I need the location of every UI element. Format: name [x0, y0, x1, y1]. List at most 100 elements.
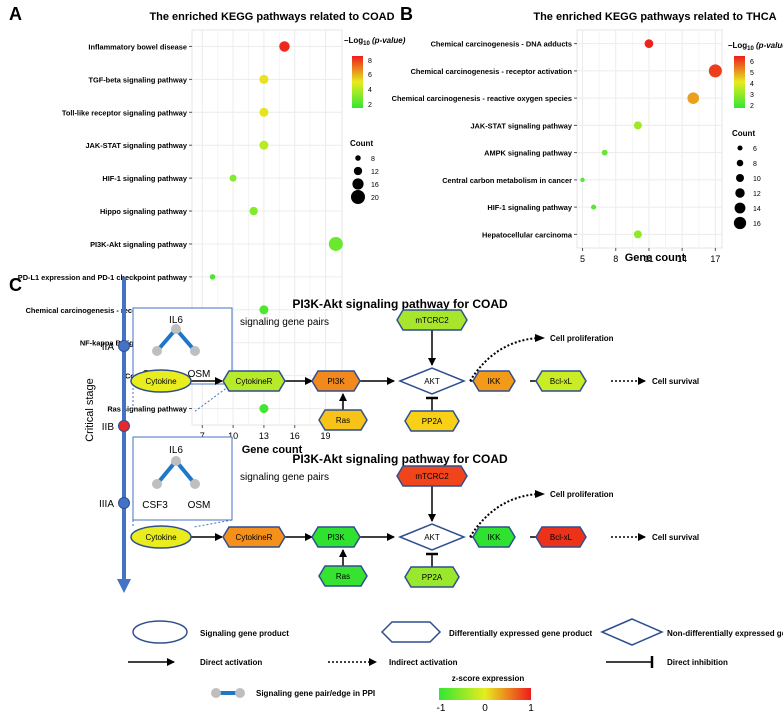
pi3k-label: PI3K — [327, 377, 345, 386]
output-cell-proliferation: Cell proliferation — [550, 490, 614, 499]
size-legend-dot — [734, 202, 746, 214]
panel-b-colorbar-tick: 4 — [750, 81, 754, 88]
ras-node — [318, 565, 368, 587]
y-tick-label: Chemical carcinogenesis - DNA adducts — [431, 40, 572, 49]
panel-a-colorbar-tick: 4 — [368, 87, 372, 94]
ppi-node — [171, 324, 181, 334]
cytokine-node — [130, 525, 192, 549]
panel-a-colorbar-tick: 8 — [368, 58, 372, 65]
panel-b-title: The enriched KEGG pathways related to TH… — [533, 11, 776, 23]
panel-a-xlabel: Gene count — [242, 444, 303, 456]
ppi-box — [132, 436, 233, 521]
pi3k-node — [311, 370, 361, 392]
size-legend-label: 10 — [753, 176, 761, 183]
pp2a-node — [404, 566, 460, 588]
size-legend-dot — [353, 166, 363, 176]
size-legend-dot — [733, 216, 747, 230]
x-tick-label: 19 — [321, 431, 331, 441]
cytokine-label: Cytokine — [145, 533, 177, 542]
cytokiner-node — [222, 370, 286, 392]
output-cell-proliferation: Cell proliferation — [550, 334, 614, 343]
cytokiner-node — [222, 526, 286, 548]
y-tick-label: JAK-STAT signaling pathway — [470, 121, 572, 130]
size-legend-label: 12 — [371, 169, 379, 176]
panel-a-colorbar-tick: 6 — [368, 72, 372, 79]
legend-direct-activation: Direct activation — [200, 658, 262, 667]
ikk-label: IKK — [488, 533, 502, 542]
x-tick-label: 5 — [580, 254, 585, 264]
panel-b-size-legend-title: Count — [732, 129, 755, 138]
zscore-tick: -1 — [437, 703, 446, 714]
size-legend-dot — [735, 188, 745, 198]
y-tick-label: Central carbon metabolism in cancer — [442, 176, 572, 185]
stage-label-iia: IIA — [102, 342, 115, 353]
x-tick-label: 17 — [710, 254, 720, 264]
y-tick-label: Chemical carcinogenesis - reactive oxyge… — [392, 94, 572, 103]
pathway-title: PI3K-Akt signaling pathway for COAD — [292, 452, 508, 466]
x-tick-label: 7 — [200, 431, 205, 441]
size-legend-label: 8 — [371, 156, 375, 163]
size-legend-dot — [352, 178, 364, 190]
legend-hexagon-shape — [380, 621, 442, 643]
legend-ellipse-shape — [132, 620, 188, 644]
panel-c-legend: Signaling gene product Differentially ex… — [128, 618, 783, 714]
stage-marker-iia — [118, 340, 130, 352]
ras-label: Ras — [336, 572, 350, 581]
size-legend-dot — [736, 174, 744, 182]
x-tick-label: 11 — [644, 254, 653, 264]
panel-b-colorbar-tick: 5 — [750, 70, 754, 77]
ras-node — [318, 409, 368, 431]
panel-c: C Critical stage IIA IIB IIIA IL6 CSF3 O… — [9, 275, 783, 714]
data-point — [259, 404, 269, 414]
ppi-node — [152, 346, 162, 356]
output-cell-survival: Cell survival — [652, 533, 699, 542]
data-point — [279, 41, 290, 52]
panel-b-colorbar-tick: 6 — [750, 59, 754, 66]
ppi-label-right: OSM — [188, 500, 211, 511]
pp2a-label: PP2A — [422, 417, 443, 426]
akt-node — [398, 367, 466, 395]
panel-b-letter: B — [400, 4, 413, 24]
size-legend-dot — [351, 190, 365, 204]
indirect-activation-curve — [469, 493, 539, 538]
y-tick-label: JAK-STAT signaling pathway — [85, 141, 187, 150]
panel-b: B The enriched KEGG pathways related to … — [392, 4, 783, 264]
y-tick-label: Hepatocellular carcinoma — [482, 230, 573, 239]
legend-non-differentially-expressed: Non-differentially expressed gene produc… — [667, 629, 783, 638]
ppi-label-top: IL6 — [169, 445, 183, 456]
ppi-label-top: IL6 — [169, 315, 183, 326]
y-tick-label: Chemical carcinogenesis - receptor activ… — [26, 306, 188, 315]
ikk-node — [472, 370, 516, 392]
output-cell-survival: Cell survival — [652, 377, 699, 386]
size-legend-label: 6 — [753, 146, 757, 153]
data-point — [229, 174, 237, 182]
bclxl-label: Bcl-xL — [550, 533, 573, 542]
size-legend-label: 14 — [753, 206, 761, 213]
pathway-title: PI3K-Akt signaling pathway for COAD — [292, 297, 508, 311]
panel-a-colorbar-tick: 2 — [368, 102, 372, 109]
ppi-connector — [193, 519, 233, 528]
zscore-tick: 1 — [528, 703, 534, 714]
data-point — [633, 121, 642, 130]
panel-a-title: The enriched KEGG pathways related to CO… — [149, 11, 394, 23]
plot-area — [576, 29, 723, 249]
y-tick-label: Inflammatory bowel disease — [88, 42, 187, 51]
size-legend-dot — [355, 155, 361, 161]
x-tick-label: 10 — [228, 431, 238, 441]
data-point — [259, 305, 269, 315]
size-legend-label: 16 — [753, 221, 761, 228]
ras-label: Ras — [336, 416, 350, 425]
pathway-subtitle: signaling gene pairs — [240, 317, 329, 328]
y-tick-label: Hippo signaling pathway — [100, 207, 188, 216]
indirect-activation-head — [535, 490, 545, 498]
pathway-diagram-iiia: IL6 CSF3 OSM PI3K-Akt signaling pathway … — [130, 436, 699, 588]
y-tick-label: HIF-1 signaling pathway — [102, 174, 187, 183]
akt-label: AKT — [424, 533, 440, 542]
x-tick-label: 14 — [677, 254, 687, 264]
zscore-colorbar — [439, 688, 531, 700]
zscore-tick: 0 — [482, 703, 488, 714]
data-point — [644, 39, 654, 48]
